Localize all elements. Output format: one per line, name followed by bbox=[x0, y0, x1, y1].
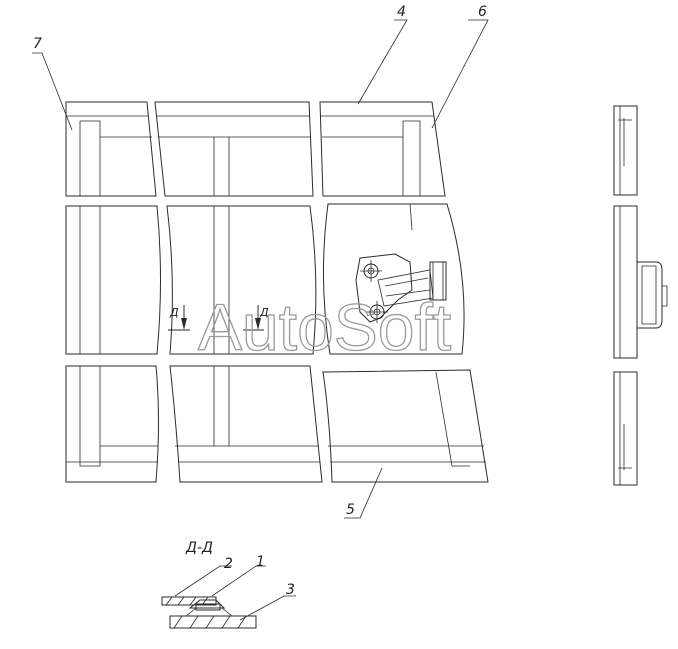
hinge-assembly bbox=[355, 253, 447, 323]
panel-top-right bbox=[319, 101, 446, 197]
panel-bottom-right bbox=[322, 369, 489, 483]
callout-3: 3 bbox=[286, 582, 295, 598]
section-markers: Д Д bbox=[168, 305, 269, 331]
panel-bottom-middle bbox=[169, 365, 323, 483]
callout-7: 7 bbox=[33, 36, 42, 52]
callout-leaders bbox=[32, 19, 489, 519]
panel-middle-right bbox=[322, 203, 465, 355]
panel-top-left bbox=[65, 101, 157, 197]
callout-4: 4 bbox=[397, 4, 406, 20]
panel-row-top bbox=[65, 101, 446, 197]
section-view: Д-Д bbox=[161, 540, 296, 629]
watermark: AutoSoft bbox=[198, 290, 451, 364]
panel-top-middle bbox=[154, 101, 314, 197]
panel-row-middle: Д Д bbox=[65, 203, 465, 355]
callout-5: 5 bbox=[346, 502, 355, 518]
panel-middle-left bbox=[65, 205, 161, 355]
panel-bottom-left bbox=[65, 365, 159, 483]
section-marker-left: Д bbox=[169, 306, 179, 319]
callout-6: 6 bbox=[478, 4, 487, 20]
side-view bbox=[613, 105, 668, 486]
section-marker-right: Д bbox=[259, 306, 269, 319]
callout-1: 1 bbox=[256, 554, 265, 570]
panel-middle-center bbox=[166, 205, 317, 355]
panel-row-bottom bbox=[65, 365, 489, 483]
callout-2: 2 bbox=[224, 556, 233, 572]
section-title: Д-Д bbox=[185, 540, 213, 556]
